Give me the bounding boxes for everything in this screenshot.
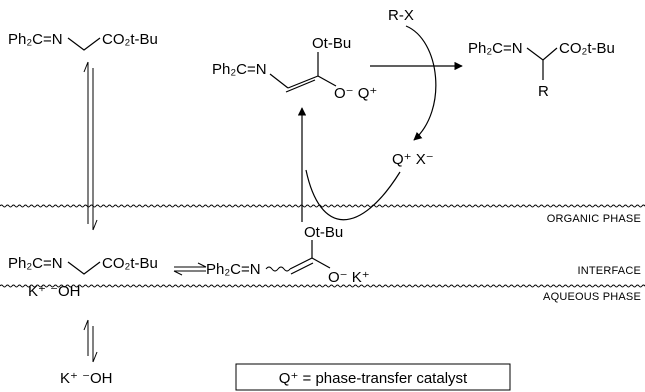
svg-text:O⁻ K⁺: O⁻ K⁺ xyxy=(328,269,370,286)
svg-text:O⁻ Q⁺: O⁻ Q⁺ xyxy=(334,85,377,102)
equilibrium-ester-vertical xyxy=(83,61,98,231)
koh-interface: K⁺ ⁻OH xyxy=(28,283,81,300)
alkylated-product: Ph₂C=N CO₂t-Bu R xyxy=(468,40,615,100)
equilibrium-interface-horizontal xyxy=(173,262,207,276)
svg-text:Ph₂C=N: Ph₂C=N xyxy=(212,61,267,78)
rx-curved-arrow xyxy=(405,25,437,141)
equilibrium-koh-vertical xyxy=(83,319,98,363)
organic-phase-label: ORGANIC PHASE xyxy=(547,213,641,225)
catalyst-return-arrow xyxy=(305,169,401,221)
aqueous-phase-label: AQUEOUS PHASE xyxy=(543,291,641,303)
svg-text:R: R xyxy=(538,83,549,100)
aqueous-boundary-wave xyxy=(0,284,645,288)
svg-text:Ph₂C=N: Ph₂C=N xyxy=(206,261,261,278)
svg-text:CO₂t-Bu: CO₂t-Bu xyxy=(559,40,615,57)
svg-text:Q⁺ = phase-transfer catalyst: Q⁺ = phase-transfer catalyst xyxy=(279,370,468,387)
enolate-k-interface: Ph₂C=N Ot-Bu O⁻ K⁺ xyxy=(206,224,370,286)
interface-label: INTERFACE xyxy=(577,265,641,277)
svg-text:Ot-Bu: Ot-Bu xyxy=(304,224,343,241)
organic-boundary-wave xyxy=(0,204,645,208)
svg-text:CO₂t-Bu: CO₂t-Bu xyxy=(102,255,158,272)
koh-aqueous: K⁺ ⁻OH xyxy=(60,370,113,387)
glycine-ester-interface: Ph₂C=N CO₂t-Bu xyxy=(8,255,158,275)
svg-text:Ph₂C=N: Ph₂C=N xyxy=(8,31,63,48)
enolate-q-organic: Ph₂C=N Ot-Bu O⁻ Q⁺ xyxy=(212,35,377,102)
svg-text:CO₂t-Bu: CO₂t-Bu xyxy=(102,31,158,48)
alkyl-halide: R-X xyxy=(388,7,414,24)
catalyst-salt: Q⁺ X⁻ xyxy=(392,151,434,168)
glycine-ester-organic: Ph₂C=N CO₂t-Bu xyxy=(8,31,158,51)
svg-text:Ph₂C=N: Ph₂C=N xyxy=(468,40,523,57)
catalyst-legend: Q⁺ = phase-transfer catalyst xyxy=(235,363,511,391)
svg-text:Ph₂C=N: Ph₂C=N xyxy=(8,255,63,272)
svg-text:Ot-Bu: Ot-Bu xyxy=(312,35,351,52)
